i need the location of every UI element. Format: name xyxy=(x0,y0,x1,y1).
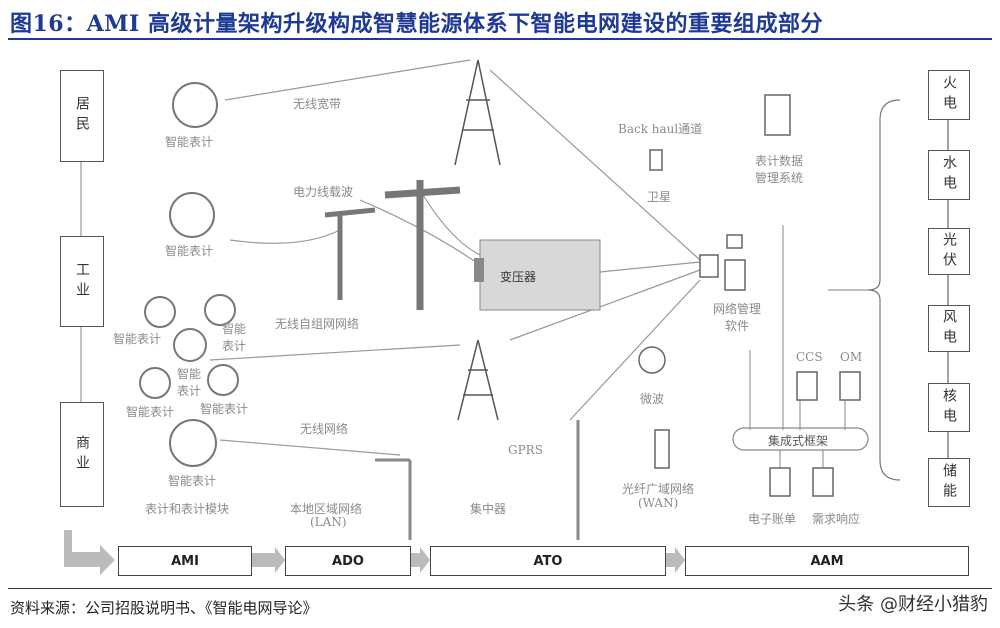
wireless-network-label: 无线网络 xyxy=(300,422,349,436)
arrow-icon xyxy=(666,547,685,573)
stage-aam: AAM xyxy=(685,546,969,576)
backhaul-label: Back haul通道 xyxy=(618,122,703,136)
link-line xyxy=(219,439,401,456)
category-industrial: 工业 xyxy=(60,236,104,327)
smart-meter-icon xyxy=(169,419,217,467)
server-icon xyxy=(699,254,719,278)
watermark: 头条 @财经小猎豹 xyxy=(838,594,988,615)
wan-label: (WAN) xyxy=(638,496,679,510)
source-solar: 光伏 xyxy=(928,228,970,275)
source-hydro: 水电 xyxy=(928,150,970,200)
transformer-icon xyxy=(479,239,601,311)
category-residential: 居民 xyxy=(60,70,104,162)
om-label: OM xyxy=(840,350,863,364)
lan-label: 本地区域网络 xyxy=(290,502,363,516)
title-divider xyxy=(8,38,992,40)
satellite-label: 卫星 xyxy=(647,190,672,204)
smart-meter-icon xyxy=(204,294,236,326)
source-divider xyxy=(8,588,992,589)
transformer-terminal xyxy=(474,258,484,282)
ccs-label: CCS xyxy=(796,350,823,364)
fiber-wan-label: 光纤广域网络 xyxy=(622,482,695,496)
smart-meter-label: 智能表计 xyxy=(113,332,162,346)
wireless-mesh-label: 无线自组网网络 xyxy=(275,317,360,331)
source-storage: 储能 xyxy=(928,458,970,507)
stage-ado: ADO xyxy=(285,546,411,576)
smart-meter-icon xyxy=(173,328,207,362)
link-line xyxy=(489,69,701,261)
stage-ato: ATO xyxy=(430,546,666,576)
smart-meter-label: 智能表计 xyxy=(165,135,214,149)
microwave-label: 微波 xyxy=(640,392,665,406)
source-wind: 风电 xyxy=(928,305,970,352)
mdms-label: 表计数据管理系统 xyxy=(755,154,804,185)
wireless-broadband-label: 无线宽带 xyxy=(293,97,342,111)
integration-bus xyxy=(732,427,869,451)
smart-meter-label: 智能表计 xyxy=(165,244,214,258)
smart-meter-icon xyxy=(169,192,215,238)
tower-icon xyxy=(457,339,499,421)
category-commercial: 商业 xyxy=(60,402,104,507)
utility-pole-icon xyxy=(324,207,376,300)
start-arrow-icon xyxy=(64,530,115,575)
link-line xyxy=(209,344,461,361)
smart-meter-label: 智能表计 xyxy=(168,474,217,488)
link-line xyxy=(224,59,471,101)
lan-abbr-label: (LAN) xyxy=(310,515,347,529)
nms-label: 网络管理软件 xyxy=(712,302,761,333)
smart-meter-icon xyxy=(139,367,171,399)
link-line xyxy=(229,229,341,244)
source-note: 资料来源：公司招股说明书、《智能电网导论》 xyxy=(10,599,318,617)
smart-meter-label: 智能表计 xyxy=(222,322,247,353)
demand-response-label: 需求响应 xyxy=(812,512,861,526)
figure-title: 图16：AMI 高级计量架构升级构成智慧能源体系下智能电网建设的重要组成部分 xyxy=(10,11,823,37)
gprs-label: GPRS xyxy=(508,443,543,457)
monitor-icon xyxy=(726,234,743,249)
om-server-icon xyxy=(839,371,861,401)
stage-ami: AMI xyxy=(118,546,252,576)
integration-label: 集成式框架 xyxy=(768,434,829,448)
concentrator-label: 集中器 xyxy=(470,502,507,516)
tower-icon xyxy=(454,59,501,166)
link-line xyxy=(569,279,701,421)
server-icon xyxy=(724,259,746,291)
meter-module-label: 表计和表计模块 xyxy=(145,502,230,516)
smart-meter-label: 智能表计 xyxy=(126,405,175,419)
utility-pole-icon xyxy=(384,180,461,310)
e-bill-server-icon xyxy=(769,467,791,497)
smart-meter-label: 智能表计 xyxy=(200,402,249,416)
satellite-icon xyxy=(649,149,663,171)
server-icon xyxy=(764,94,791,136)
ccs-server-icon xyxy=(796,371,818,401)
power-line xyxy=(359,189,481,266)
arrow-icon xyxy=(411,547,430,573)
smart-meter-label: 智能表计 xyxy=(177,367,202,398)
e-bill-label: 电子账单 xyxy=(748,512,797,526)
arrow-icon xyxy=(252,547,285,573)
microwave-icon xyxy=(638,346,666,374)
smart-meter-icon xyxy=(144,296,176,328)
street-pole-icon xyxy=(375,458,412,540)
source-nuclear: 核电 xyxy=(928,383,970,432)
source-thermal: 火电 xyxy=(928,70,970,120)
brace xyxy=(867,99,901,481)
link-line xyxy=(509,269,701,341)
smart-meter-icon xyxy=(207,364,239,396)
fiber-icon xyxy=(654,429,670,469)
transformer-label: 变压器 xyxy=(500,270,537,284)
power-line-carrier-label: 电力线载波 xyxy=(293,185,354,199)
smart-meter-icon xyxy=(172,82,218,128)
demand-response-server-icon xyxy=(812,467,834,497)
